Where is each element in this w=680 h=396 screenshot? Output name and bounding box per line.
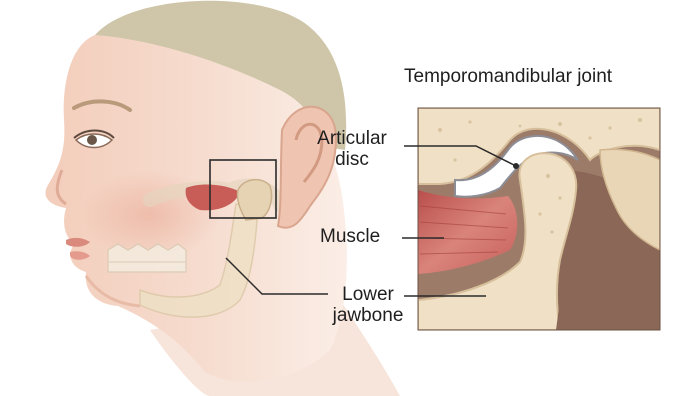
label-articular-disc: Articular disc bbox=[302, 128, 402, 170]
label-muscle: Muscle bbox=[320, 226, 380, 247]
label-articular-disc-line2: disc bbox=[302, 149, 402, 170]
label-lower-jawbone: Lower jawbone bbox=[330, 284, 406, 326]
label-lower-jawbone-line1: Lower bbox=[330, 284, 406, 305]
label-articular-disc-line1: Articular bbox=[302, 128, 402, 149]
head-profile bbox=[45, 1, 400, 396]
inset-title: Temporomandibular joint bbox=[404, 66, 612, 87]
label-lower-jawbone-line2: jawbone bbox=[330, 305, 406, 326]
